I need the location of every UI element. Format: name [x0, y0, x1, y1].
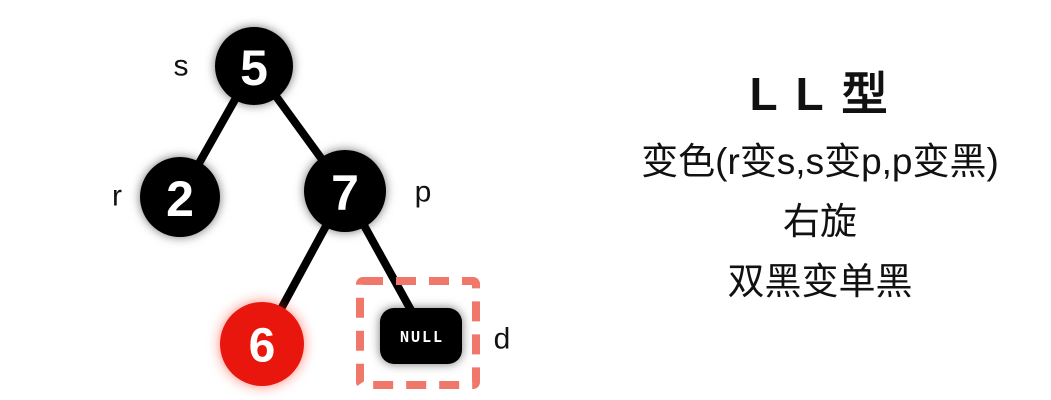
node-6-value: 6 [249, 320, 276, 373]
node-2-circle [140, 157, 220, 237]
node-5-label-s: s [174, 50, 189, 83]
node-2-value: 2 [166, 171, 194, 227]
node-7-circle [304, 150, 386, 232]
node-null-rect [380, 308, 462, 364]
node-6-circle-red [220, 302, 304, 386]
step-recolor: 变色(r变s,s变p,p变黑) [641, 141, 999, 182]
node-5-circle [215, 27, 293, 105]
step-rotate-right: 右旋 [783, 201, 857, 242]
step-double-black: 双黑变单黑 [727, 261, 913, 302]
node-7-value: 7 [331, 165, 359, 221]
case-title: L L 型 [749, 68, 891, 120]
node-7-label-p: p [415, 176, 432, 209]
null-highlight-dashed-box [356, 277, 480, 389]
annotation-block: L L 型 变色(r变s,s变p,p变黑) 右旋 双黑变单黑 [620, 66, 1020, 302]
node-5-value: 5 [240, 40, 268, 96]
node-null-label-d: d [494, 323, 511, 356]
node-null-value: NULL [400, 328, 444, 346]
node-2-label-r: r [112, 180, 122, 213]
red-black-tree-diagram: 5 s 2 r 7 p 6 NULL d [112, 27, 511, 389]
